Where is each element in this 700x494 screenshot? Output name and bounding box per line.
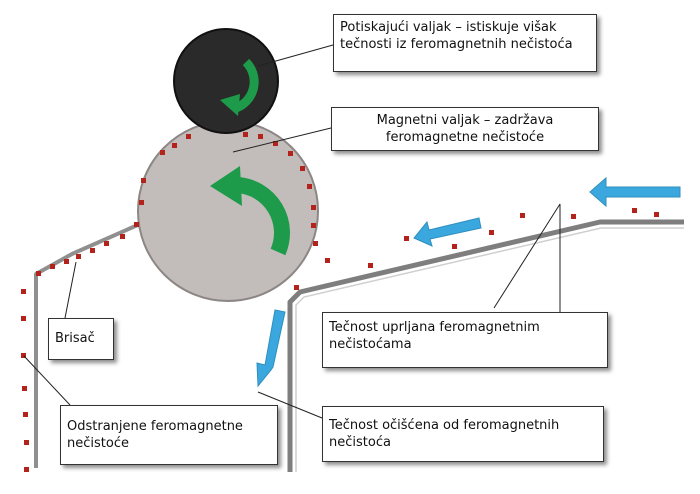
contaminated-liquid-label: Tečnost uprljana feromagnetnim nečistoća… xyxy=(322,312,608,368)
leader-lines xyxy=(23,44,561,419)
flow-arrow-icon xyxy=(256,309,286,388)
wiper-label: Brisač xyxy=(48,318,114,360)
squeeze-roller xyxy=(173,28,279,134)
magnetic-roller xyxy=(137,120,319,302)
liquid-channel xyxy=(287,219,684,472)
particles xyxy=(21,132,659,472)
flow-arrow-icon xyxy=(589,176,681,208)
magnetic-roller-label: Magnetni valjak – zadržava feromagnetne … xyxy=(331,107,599,151)
counterclockwise-arrow-icon xyxy=(220,58,259,116)
squeeze-roller-label: Potiskajući valjak – istiskuje višak teč… xyxy=(333,14,597,72)
counterclockwise-arrow-icon xyxy=(210,166,290,256)
cleaned-liquid-label: Tečnost očišćena od feromagnetnih nečist… xyxy=(322,406,604,462)
flow-arrow-icon xyxy=(413,217,482,247)
removed-impurities-label: Odstranjene feromagnetne nečistoće xyxy=(60,405,278,465)
